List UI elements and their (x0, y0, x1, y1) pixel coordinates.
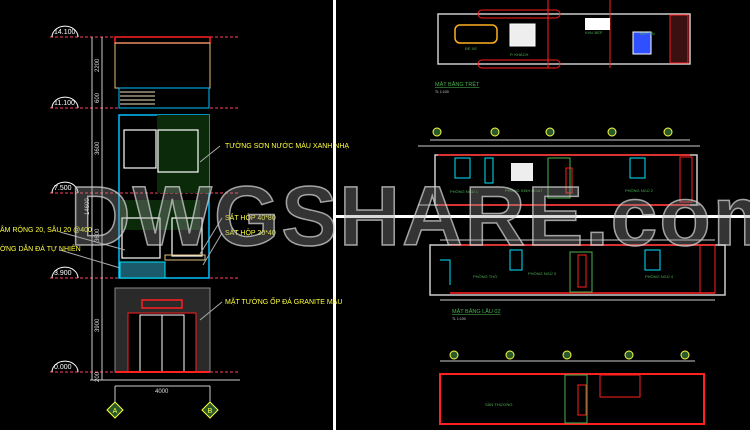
room-label: SÂN THƯỢNG (485, 402, 512, 407)
width-dimension: 4000 (155, 389, 169, 395)
room-label: PHÒNG NGỦ 1 (450, 189, 479, 194)
room-label: PHÒNG NGỦ 2 (625, 188, 654, 193)
note-steel-box-1: SẮT HỘP 40*80 (225, 213, 276, 222)
plan-title: MẶT BẰNG LẦU 02 (452, 307, 501, 315)
room-label: PHÒNG THỜ (473, 274, 498, 279)
plan-scale: TL 1:100 (452, 317, 466, 321)
note-steel-box-2: SẮT HỘP 20*40 (225, 228, 276, 237)
level-label: 11.100 (54, 100, 75, 107)
dimension: 200 (95, 371, 101, 382)
room-label: KHU BẾP (585, 30, 603, 35)
front-elevation: 14.100 11.100 7.500 3.900 0.000 2200 600… (0, 25, 349, 419)
room-label: PHÒNG NGỦ 3 (528, 271, 557, 276)
room-label: P. KHÁCH (510, 52, 528, 57)
dimension: 600 (95, 92, 101, 103)
plan-scale: TL 1:100 (435, 90, 449, 94)
axis-label: A (113, 408, 118, 415)
roof-plan: SÂN THƯỢNG (439, 350, 705, 425)
room-label: BẾP ĂN (640, 31, 655, 36)
plan-panel-bottom (336, 218, 750, 430)
note-stone: ỜNG DẪN ĐÁ TỰ NHIÊN (0, 244, 81, 253)
dimension: 3900 (95, 318, 101, 332)
room-label: ĐỂ XE (465, 46, 477, 51)
dimension: 2200 (95, 58, 101, 72)
room-label: PHÒNG SINH HOẠT (505, 188, 543, 193)
ground-floor-plan: ĐỂ XE P. KHÁCH KHU BẾP BẾP ĂN MẶT BẰNG T… (435, 0, 691, 94)
axis-label: B (208, 408, 213, 415)
note-paint-wall: TƯỜNG SƠN NƯỚC MÀU XANH NHẠ (225, 141, 349, 150)
level-label: 7.500 (54, 185, 72, 192)
plan-title: MẶT BẰNG TRỆT (435, 80, 480, 88)
floor2-plan: PHÒNG THỜ PHÒNG NGỦ 3 PHÒNG NGỦ 4 MẶT BẰ… (429, 239, 726, 321)
level-label: 0.000 (54, 364, 72, 371)
dimension: 3600 (95, 228, 101, 242)
level-label: 14.100 (54, 29, 76, 36)
total-height: 14600 (85, 198, 91, 215)
level-label: 3.900 (54, 270, 72, 277)
note-granite: MẶT TƯỜNG ỐP ĐÁ GRANITE MÀU (225, 296, 342, 306)
room-label: PHÒNG NGỦ 4 (645, 274, 674, 279)
dimension: 3600 (95, 141, 101, 155)
note-groove: ÂM RỘNG 20, SÂU 20 @400 (0, 225, 92, 234)
floor1-plan: PHÒNG NGỦ 1 PHÒNG SINH HOẠT PHÒNG NGỦ 2 (418, 127, 700, 206)
